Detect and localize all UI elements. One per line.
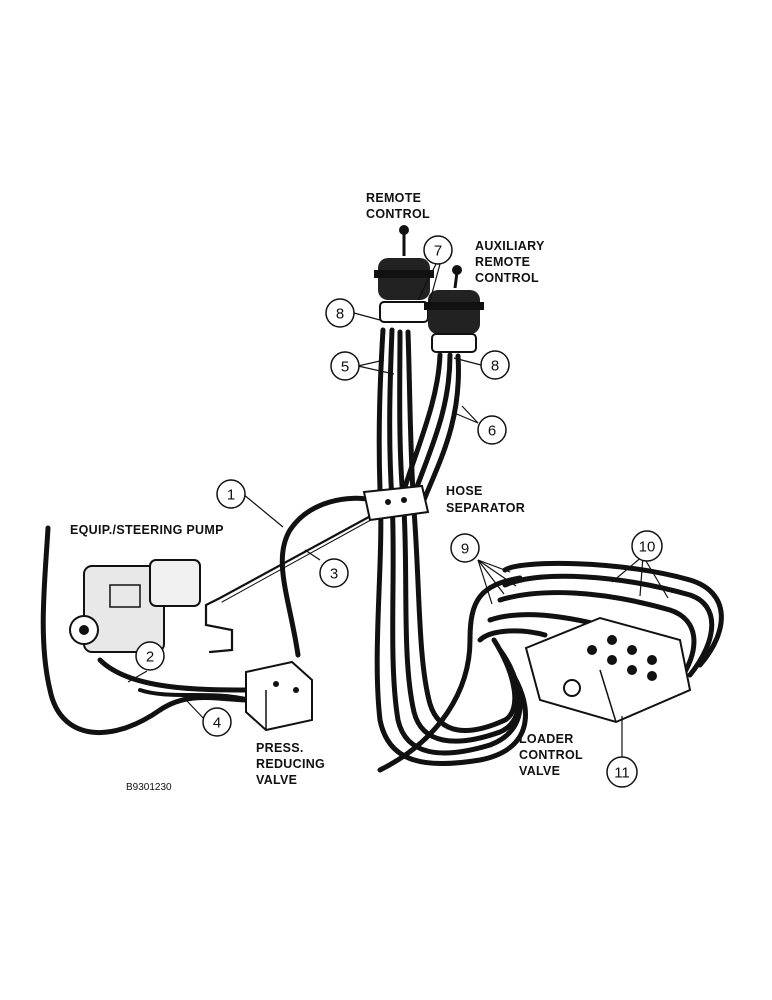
svg-text:CONTROL: CONTROL — [519, 748, 583, 762]
callout-7: 7 — [423, 235, 453, 265]
svg-text:EQUIP./STEERING PUMP: EQUIP./STEERING PUMP — [70, 523, 224, 537]
equip-steering-pump-label: EQUIP./STEERING PUMP — [70, 523, 224, 537]
callout-9: 9 — [450, 533, 480, 563]
press-reducing-valve-label: PRESS. REDUCING VALVE — [256, 741, 325, 787]
svg-text:9: 9 — [461, 541, 469, 558]
loader-control-valve — [524, 616, 692, 724]
callout-2: 2 — [135, 641, 165, 671]
callout-10: 10 — [631, 530, 663, 562]
svg-text:1: 1 — [227, 487, 235, 504]
callout-1: 1 — [216, 479, 246, 509]
callout-6: 6 — [477, 415, 507, 445]
svg-text:7: 7 — [434, 243, 442, 260]
svg-text:10: 10 — [639, 539, 656, 556]
auxiliary-remote-control-label: AUXILIARY REMOTE CONTROL — [475, 239, 545, 285]
remote-control-label: REMOTE CONTROL — [366, 191, 430, 221]
callout-11: 11 — [606, 756, 638, 788]
svg-text:PRESS.: PRESS. — [256, 741, 304, 755]
svg-text:5: 5 — [341, 359, 349, 376]
leader-lines — [127, 263, 669, 758]
hose-separator — [362, 484, 430, 522]
svg-text:CONTROL: CONTROL — [475, 271, 539, 285]
hose-bundle — [40, 327, 724, 773]
svg-text:HOSE: HOSE — [446, 484, 483, 498]
callout-5: 5 — [330, 351, 360, 381]
callout-8-auxiliary: 8 — [480, 350, 510, 380]
loader-control-valve-label: LOADER CONTROL VALVE — [519, 732, 583, 778]
auxiliary-remote-control — [424, 265, 484, 353]
svg-text:VALVE: VALVE — [519, 764, 560, 778]
svg-text:2: 2 — [146, 649, 154, 666]
svg-text:REMOTE: REMOTE — [366, 191, 421, 205]
svg-text:SEPARATOR: SEPARATOR — [446, 501, 525, 515]
svg-text:3: 3 — [330, 566, 338, 583]
svg-text:CONTROL: CONTROL — [366, 207, 430, 221]
equip-steering-pump — [69, 559, 201, 653]
remote-control — [374, 225, 434, 323]
svg-text:AUXILIARY: AUXILIARY — [475, 239, 545, 253]
svg-text:11: 11 — [614, 765, 630, 782]
svg-text:REMOTE: REMOTE — [475, 255, 530, 269]
svg-text:6: 6 — [488, 423, 496, 440]
svg-text:8: 8 — [491, 358, 499, 375]
callout-3: 3 — [319, 558, 349, 588]
press-reducing-valve — [245, 660, 313, 732]
svg-text:8: 8 — [336, 306, 344, 323]
hose-separator-label: HOSE SEPARATOR — [446, 484, 525, 515]
svg-text:4: 4 — [213, 715, 221, 732]
callout-4: 4 — [202, 707, 232, 737]
svg-text:VALVE: VALVE — [256, 773, 297, 787]
callout-8-remote: 8 — [325, 298, 355, 328]
svg-text:LOADER: LOADER — [519, 732, 574, 746]
reference-code: B9301230 — [126, 782, 172, 793]
svg-text:REDUCING: REDUCING — [256, 757, 325, 771]
